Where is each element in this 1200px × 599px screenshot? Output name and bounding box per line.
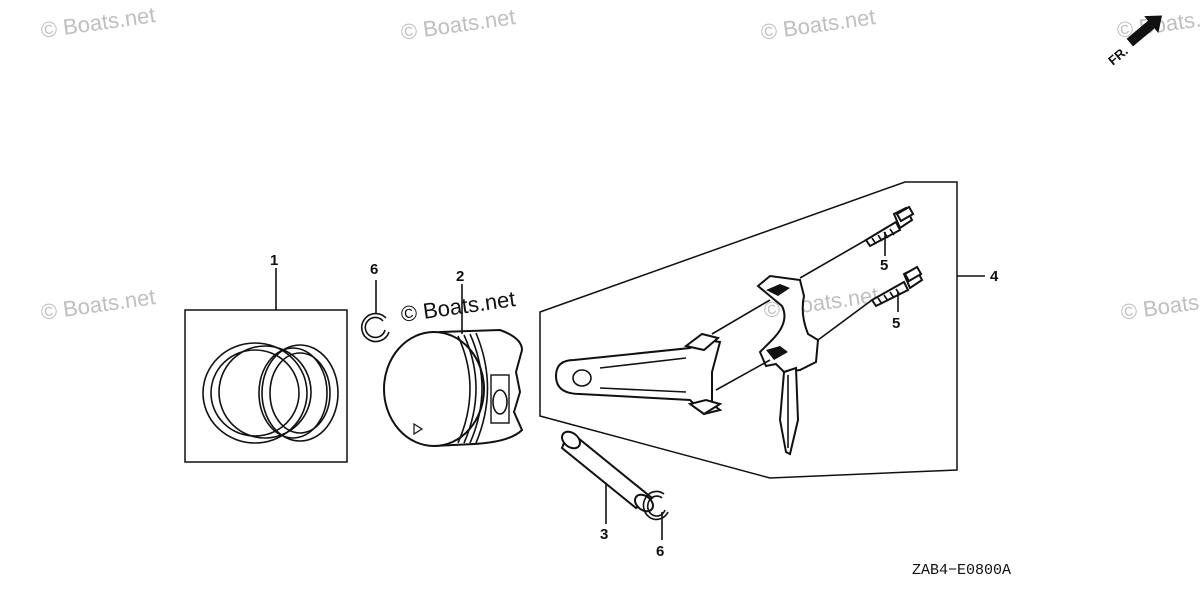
callout-6: 6 [656,543,664,560]
watermark: © Boats.net [399,4,517,45]
arrow-icon [1126,15,1162,47]
callout-3: 3 [600,526,608,543]
drawing-code: ZAB4−E0800A [912,562,1011,579]
watermark: © Boats.net [1119,284,1200,325]
rod-assembly-outline [539,181,958,479]
part-3-piston-pin[interactable] [559,428,656,514]
callout-2: 2 [456,268,464,285]
triangle-mark-icon [413,422,424,436]
part-6-piston-pin-clip[interactable] [642,490,669,521]
callout-5: 5 [892,315,900,332]
callout-5: 5 [880,257,888,274]
part-2-piston[interactable] [383,328,524,448]
part-4-connecting-rod[interactable] [554,239,873,456]
watermarks: © Boats.net © Boats.net © Boats.net © Bo… [39,2,1200,325]
callout-6: 6 [370,261,378,278]
watermark: © Boats.net [39,284,157,325]
ring-set-box [184,309,348,463]
part-5-rod-bolt-upper[interactable] [864,205,915,248]
part-6-piston-pin-clip[interactable] [360,312,390,343]
center-watermark: © Boats.net [399,286,517,327]
direction-label: FR. [1105,43,1131,68]
callout-4: 4 [990,268,999,285]
part-5-rod-bolt-lower[interactable] [870,265,924,308]
watermark: © Boats.net [759,4,877,45]
callout-1: 1 [270,252,278,269]
watermark: © Boats.net [39,2,157,43]
part-1-piston-ring-set[interactable] [184,309,348,463]
